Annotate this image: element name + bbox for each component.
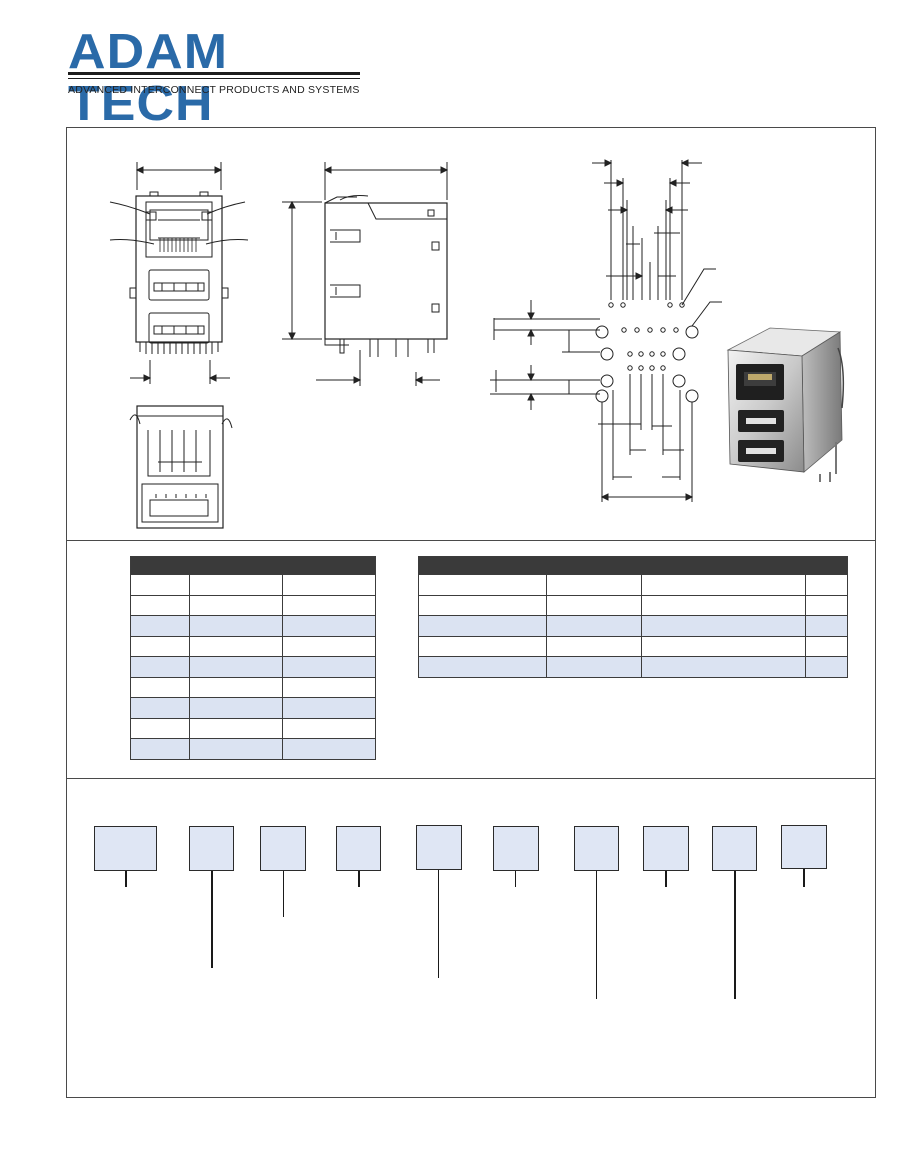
part-number-box [416,825,462,870]
leader-line [211,871,213,968]
front-view [109,162,249,384]
product-photo [726,327,845,482]
part-number-box [94,826,157,871]
table-row [130,615,376,637]
logo-rule [68,72,360,75]
drawing-frame [66,127,876,1098]
logo-rule-thin [68,78,360,79]
part-number-box [781,825,827,869]
part-number-box [189,826,234,871]
part-number-box [643,826,689,871]
leader-line [803,869,805,887]
table-header-row [130,574,376,596]
table-row [130,635,376,657]
rear-view [129,405,233,529]
leader-line [358,871,360,887]
section-divider-ordering [66,778,876,779]
leader-line [283,871,284,917]
table-row [130,676,376,698]
leader-line [665,871,667,887]
part-number-box [493,826,539,871]
spec-table-right [418,556,848,678]
part-number-box [574,826,619,871]
leader-line [125,871,127,887]
table-row [130,656,376,678]
side-view [282,162,449,386]
leader-line [438,870,439,978]
table-header-row [418,574,848,596]
table-row [130,697,376,719]
part-number-box [336,826,381,871]
part-number-box [712,826,757,871]
table-row [130,717,376,739]
part-number-box [260,826,306,871]
table-row [130,738,376,760]
brand-name: ADAM TECH [68,25,229,131]
spec-table-left [130,556,376,760]
table-title-bar [130,556,376,575]
leader-line [515,871,516,887]
table-row [418,594,848,616]
table-row [130,594,376,616]
pcb-layout [490,159,722,502]
leader-line [596,871,597,999]
table-title-bar [418,556,848,575]
table-row [418,656,848,678]
table-row [418,615,848,637]
brand-tagline: ADVANCED INTERCONNECT PRODUCTS AND SYSTE… [68,84,360,96]
leader-line [734,871,736,999]
table-row [418,635,848,657]
section-divider-specs [66,540,876,541]
